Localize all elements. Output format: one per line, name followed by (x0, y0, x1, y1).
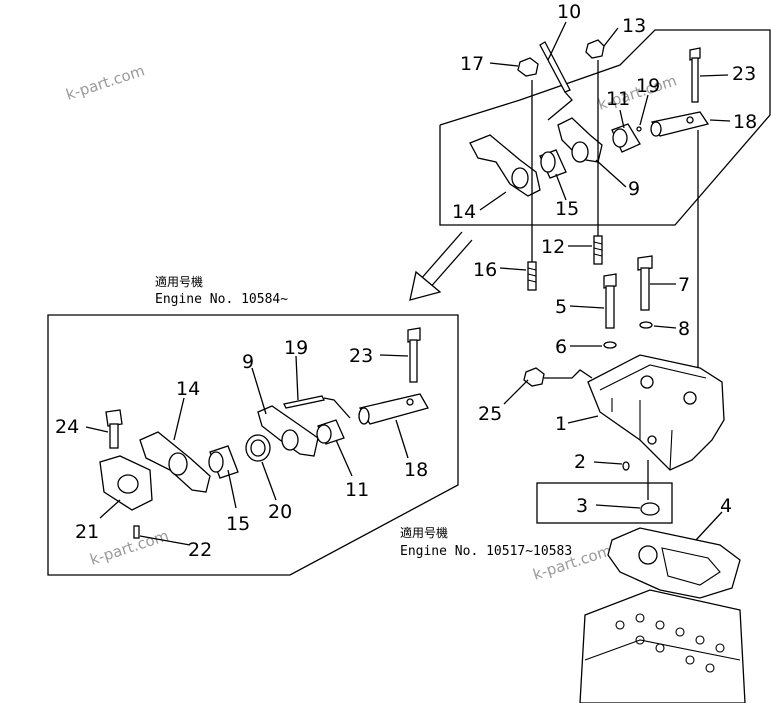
callout-10: 10 (557, 1, 581, 23)
callout-1: 1 (555, 413, 567, 435)
screw-25 (523, 367, 593, 387)
callout-21: 21 (75, 521, 99, 543)
nut-17 (517, 57, 539, 77)
ball-19-upper (636, 126, 642, 132)
callout-18-inset: 18 (404, 459, 428, 481)
bushing-upper-2 (611, 123, 641, 153)
bushing-upper (539, 149, 567, 179)
callout-18: 18 (733, 111, 757, 133)
pin-22 (133, 525, 140, 539)
screw-12 (593, 235, 603, 265)
callout-13: 13 (622, 15, 646, 37)
shaft-upper (650, 111, 710, 137)
callout-14: 14 (452, 201, 476, 223)
washer-6 (603, 341, 617, 349)
callout-12: 12 (541, 236, 565, 258)
callout-24: 24 (55, 416, 79, 438)
callout-19: 19 (636, 75, 660, 97)
callout-numbers: 10 13 17 23 19 11 18 14 15 9 12 16 5 7 6… (55, 1, 757, 561)
rocker-bracket (587, 354, 725, 471)
callout-16: 16 (473, 259, 497, 281)
left-inset-jp-label: 適用号機 (155, 274, 203, 289)
callout-9-inset: 9 (242, 351, 254, 373)
shaft-18 (358, 393, 429, 425)
rocker-arm-upper-2 (557, 117, 603, 163)
bolt-24 (105, 409, 123, 449)
callout-11-inset: 11 (345, 479, 369, 501)
watermark-3: k-part.com (88, 526, 171, 568)
callout-15: 15 (555, 198, 579, 220)
ring-20 (245, 434, 271, 462)
pin-10-leader (547, 91, 573, 121)
bolt-23-upper (689, 47, 701, 103)
watermark-1: k-part.com (64, 61, 147, 103)
callout-22: 22 (188, 539, 212, 561)
callout-23: 23 (732, 63, 756, 85)
left-inset-frame (47, 314, 459, 576)
callout-3: 3 (576, 495, 588, 517)
callout-9: 9 (628, 178, 640, 200)
callout-17: 17 (460, 53, 484, 75)
pin-10 (539, 41, 571, 93)
oring-box (536, 482, 673, 524)
cylinder-head (579, 589, 746, 704)
right-inset-engine-label: Engine No. 10517~10583 (400, 544, 572, 559)
oring-part (640, 502, 660, 516)
callout-25: 25 (478, 403, 502, 425)
callout-11: 11 (606, 88, 630, 110)
callout-4: 4 (720, 495, 732, 517)
bolt-23 (407, 327, 421, 383)
rocker-arm-14 (139, 431, 211, 493)
screw-16 (527, 261, 537, 291)
callout-14-inset: 14 (176, 378, 200, 400)
plug-2 (622, 461, 630, 471)
callout-6: 6 (555, 336, 567, 358)
callout-20: 20 (268, 501, 292, 523)
callout-5: 5 (555, 296, 567, 318)
callout-8: 8 (678, 318, 690, 340)
bolt-5 (603, 273, 617, 329)
upper-detail-frame (439, 29, 771, 226)
callout-15-inset: 15 (226, 513, 250, 535)
callout-7: 7 (678, 274, 690, 296)
callout-2: 2 (574, 451, 586, 473)
callout-19-inset: 19 (284, 337, 308, 359)
leader-lines (85, 21, 731, 546)
gasket (607, 527, 741, 599)
pin-19 (283, 395, 325, 409)
nut-13 (585, 39, 605, 59)
bushing-15 (208, 445, 239, 479)
bolt-7 (637, 255, 653, 311)
left-inset-engine-label: Engine No. 10584~ (155, 292, 288, 307)
rocker-arm-upper (469, 134, 541, 197)
washer-8 (639, 321, 653, 329)
callout-23-inset: 23 (349, 345, 373, 367)
bushing-11 (316, 419, 345, 445)
pin-19-leader (323, 397, 351, 419)
bracket-21 (99, 455, 153, 511)
rocker-arm-9 (257, 405, 319, 457)
right-inset-jp-label: 適用号機 (400, 525, 448, 540)
reference-arrow (409, 231, 473, 301)
